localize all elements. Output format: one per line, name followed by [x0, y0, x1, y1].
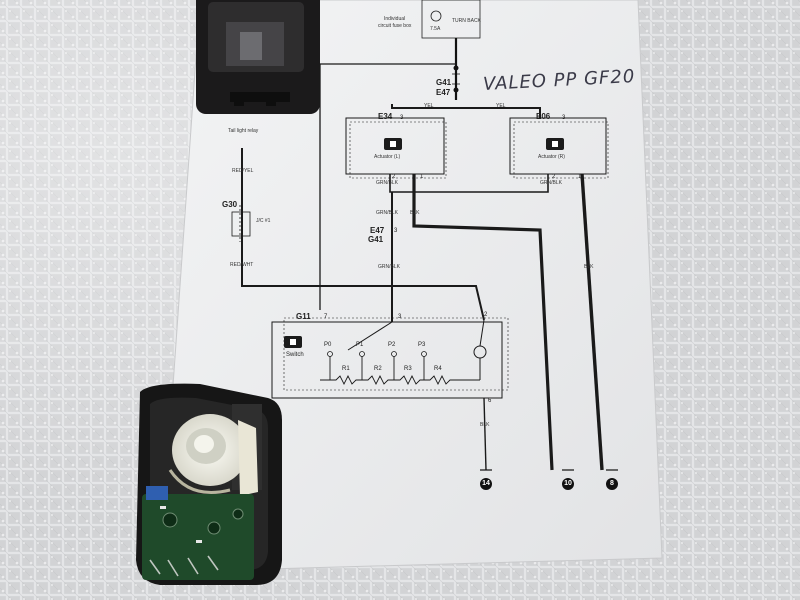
pin-g11-d: 6: [488, 398, 492, 404]
actuator-left-label: Actuator (L): [374, 154, 401, 160]
wire-red-wht: RED/WHT: [230, 262, 254, 268]
fuse-note-line2: circuit fuse box: [378, 23, 412, 29]
connector-e34: E34: [378, 112, 393, 121]
connector-g30: G30: [222, 200, 238, 209]
black-connector-top: [196, 0, 320, 114]
pin-g11-a: 7: [324, 314, 328, 320]
switch-position-p2: P2: [388, 342, 396, 348]
connector-e47-mid: E47: [370, 226, 385, 235]
fuse-label: TURN BACK: [452, 18, 481, 24]
wire-blk-2: BLK: [584, 264, 594, 270]
connector-g41-mid: G41: [368, 235, 384, 244]
wire-grn-blk-1: GRN/BLK: [376, 180, 398, 186]
connector-g41-top: G41: [436, 78, 452, 87]
headlight-icon-right: [546, 138, 564, 150]
pin-e34-a: 3: [400, 115, 404, 121]
wiring-lines: [231, 63, 609, 471]
pin-g11-b: 3: [398, 314, 402, 320]
connector-e06: E06: [536, 112, 551, 121]
resistor-r1: R1: [342, 366, 350, 372]
pin-e06-c: 1: [578, 174, 582, 180]
resistor-r2: R2: [374, 366, 382, 372]
pin-e06-b: 2: [552, 174, 556, 180]
wire-yel-2: YEL: [496, 103, 506, 109]
wire-red-yel: RED/YEL: [232, 168, 254, 174]
circuit-board: [142, 494, 254, 580]
junction-label: J/C #1: [256, 218, 271, 224]
resistor-r4: R4: [434, 366, 442, 372]
headlight-icon-left: [384, 138, 402, 150]
ground-10: 10: [562, 478, 574, 490]
fuse-note-line1: Individual: [384, 16, 406, 22]
ground-14: 14: [480, 478, 492, 490]
wire-grn-blk-4: GRN/BLK: [378, 264, 400, 270]
switch-position-p1: P1: [356, 342, 364, 348]
switch-position-p3: P3: [418, 342, 426, 348]
wire-blk-3: BLK: [480, 422, 490, 428]
resistor-r3: R3: [404, 366, 412, 372]
pin-mid-a: 3: [394, 228, 398, 234]
actuator-right-label: Actuator (R): [538, 154, 565, 160]
fuse-amp: 7.5A: [430, 26, 441, 32]
pin-e34-c: 1: [420, 174, 424, 180]
headlight-icon-switch: [284, 336, 302, 348]
pin-e34-b: 2: [392, 174, 396, 180]
switch-position-p0: P0: [324, 342, 332, 348]
ground-8: 8: [606, 478, 618, 490]
blue-connector: [146, 486, 168, 500]
wire-grn-blk-2: GRN/BLK: [540, 180, 562, 186]
fuse-box-top: [421, 0, 481, 100]
wire-grn-blk-3: GRN/BLK: [376, 210, 398, 216]
wire-blk-1: BLK: [410, 210, 420, 216]
relay-label: Tail light relay: [228, 128, 259, 134]
connector-g11: G11: [296, 312, 311, 321]
headlight-leveling-switch-body: [136, 383, 282, 585]
pin-g11-c: 2: [484, 312, 488, 318]
connector-e47-top: E47: [436, 88, 451, 97]
pin-e06-a: 3: [562, 115, 566, 121]
wire-yel-1: YEL: [424, 103, 434, 109]
switch-title: Switch: [286, 352, 304, 358]
